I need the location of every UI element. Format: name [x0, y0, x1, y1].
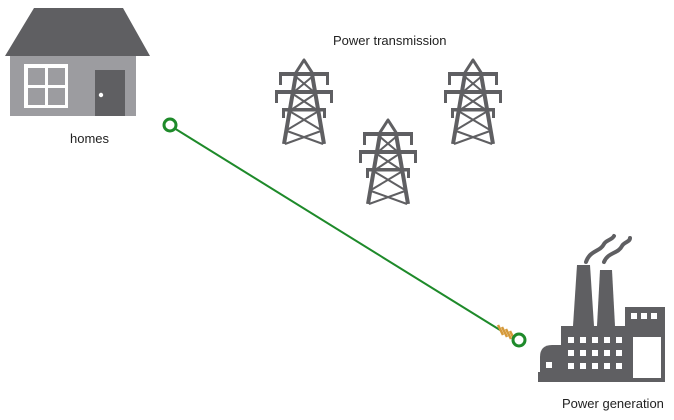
transmission-wire — [162, 117, 527, 348]
transmission-tower-icon — [357, 118, 419, 206]
transmission-tower-icon — [273, 58, 335, 146]
transmission-tower-icon — [442, 58, 504, 146]
power-plant-icon — [538, 234, 665, 382]
wire-start-terminal — [511, 332, 527, 348]
house-icon — [5, 8, 150, 116]
power-generation-label: Power generation — [562, 396, 664, 411]
wire-end-terminal — [162, 117, 178, 133]
coil-icon — [496, 324, 517, 342]
homes-label: homes — [70, 131, 110, 146]
power-transmission-label: Power transmission — [333, 33, 447, 48]
